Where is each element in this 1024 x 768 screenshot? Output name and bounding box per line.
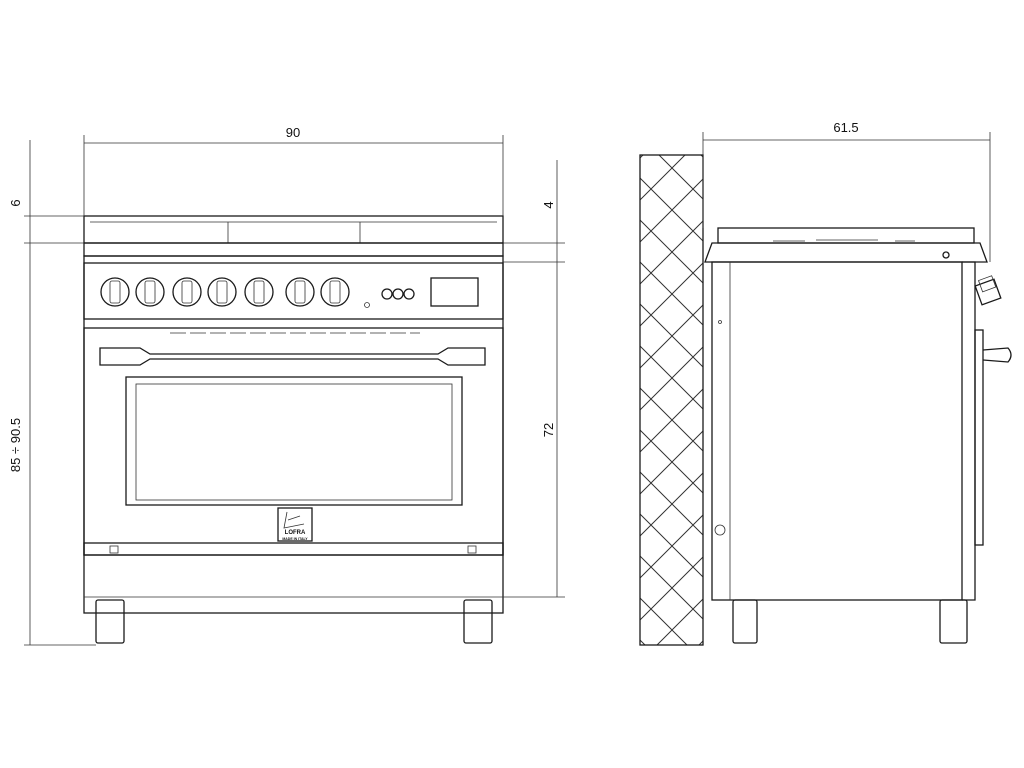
oven-handle xyxy=(99,347,486,366)
drawing-line xyxy=(329,280,341,304)
dimension-label: 6 xyxy=(8,199,23,206)
front-dimensions: 90 6 85 ÷ 90.5 4 72 xyxy=(8,125,565,646)
drawing-line xyxy=(467,545,477,554)
knobs xyxy=(100,277,350,307)
side-body xyxy=(711,261,963,601)
drawing-line xyxy=(403,288,415,300)
knob[interactable] xyxy=(320,277,350,307)
drawing-line xyxy=(974,329,984,546)
drawing-line xyxy=(100,277,130,307)
knob[interactable] xyxy=(207,277,237,307)
oven-door xyxy=(83,327,504,556)
drawing-line xyxy=(294,280,306,304)
top-grill xyxy=(83,215,504,244)
control-panel xyxy=(83,262,504,320)
drawing-line xyxy=(244,277,274,307)
drawing-line xyxy=(83,542,504,556)
drawing-line xyxy=(974,278,1002,306)
drawing-line xyxy=(216,280,228,304)
hob-plate xyxy=(83,242,504,257)
dimension-label: 72 xyxy=(541,423,556,437)
dimension-label: 90 xyxy=(286,125,300,140)
foot xyxy=(939,599,968,644)
knob[interactable] xyxy=(100,277,130,307)
knob[interactable] xyxy=(135,277,165,307)
drawing-line xyxy=(277,507,313,542)
dimension-label: 4 xyxy=(541,201,556,208)
knob[interactable] xyxy=(285,277,315,307)
drawing-line xyxy=(181,280,193,304)
knob[interactable] xyxy=(172,277,202,307)
dimension-label: MADE IN ITALY xyxy=(282,537,308,541)
wall xyxy=(639,154,704,646)
drawing-line xyxy=(714,524,726,536)
oven-window xyxy=(125,376,463,506)
dimension-label: 85 ÷ 90.5 xyxy=(8,418,23,472)
buttons xyxy=(381,288,415,300)
drawing-line xyxy=(135,383,453,501)
drawing-line xyxy=(773,239,915,242)
side-top xyxy=(704,242,988,263)
timer-display xyxy=(430,277,479,307)
drawing-line xyxy=(283,511,305,529)
drawing-line xyxy=(135,277,165,307)
drawing-line xyxy=(978,275,997,293)
side-door xyxy=(962,261,976,601)
brand-logo: LOFRA MADE IN ITALY xyxy=(277,507,313,542)
foot xyxy=(95,599,125,644)
drawing-line xyxy=(942,251,950,259)
side-view: 61.5 xyxy=(639,120,1012,646)
cooker-body xyxy=(83,255,504,614)
drawing-line xyxy=(381,288,393,300)
drawing-line xyxy=(207,277,237,307)
front-view: LOFRA MADE IN ITALY xyxy=(83,215,504,644)
drawing-line xyxy=(320,277,350,307)
drawing-line xyxy=(392,288,404,300)
drawing-line xyxy=(172,277,202,307)
foot xyxy=(463,599,493,644)
knob[interactable] xyxy=(244,277,274,307)
side-hob xyxy=(717,227,975,244)
drawing-line xyxy=(718,320,722,324)
dimension-label: LOFRA xyxy=(285,530,306,536)
side-handle xyxy=(982,347,1012,363)
foot xyxy=(732,599,758,644)
dimension-label: 61.5 xyxy=(833,120,858,135)
drawing-line xyxy=(253,280,265,304)
drawing-line xyxy=(144,280,156,304)
side-knob[interactable] xyxy=(974,275,1002,306)
drawing-line xyxy=(109,545,119,554)
drawing-line xyxy=(109,280,121,304)
indicator-light xyxy=(364,302,370,308)
drawing-line xyxy=(285,277,315,307)
